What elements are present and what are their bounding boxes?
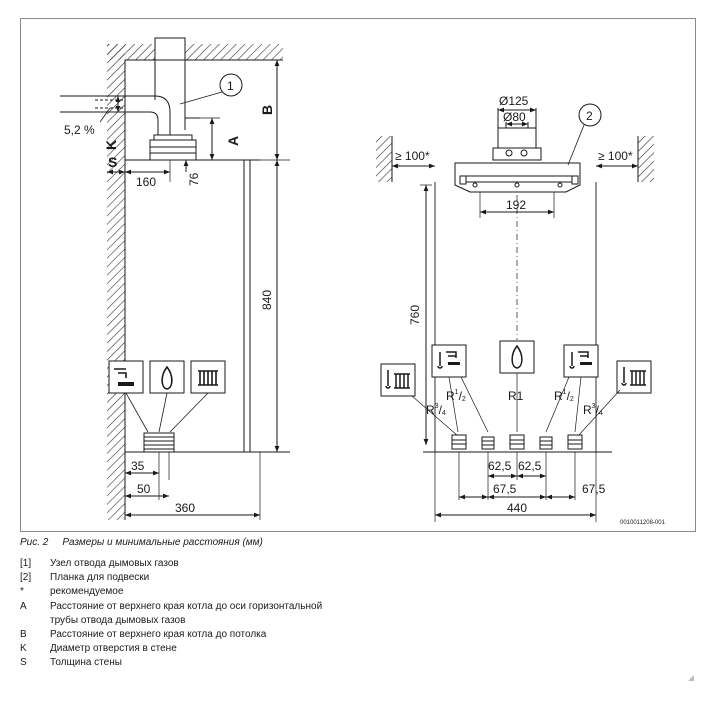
resize-corner-mark xyxy=(688,675,694,681)
slope-label: 5,2 % xyxy=(64,123,95,137)
hanging-bracket xyxy=(454,162,581,193)
boiler-body-side xyxy=(124,159,251,453)
legend-text: Узел отвода дымовых газов xyxy=(50,558,179,569)
callout-2-label: 2 xyxy=(586,109,593,123)
legend-row: B Расстояние от верхнего края котла до по… xyxy=(20,628,322,642)
label-A: A xyxy=(225,136,241,146)
pipe-stubs-side xyxy=(143,432,175,453)
legend-row: [2] Планка для подвески xyxy=(20,571,322,585)
dim-192: 192 xyxy=(506,198,526,212)
dim-760: 760 xyxy=(408,305,422,325)
ceiling-hatch xyxy=(107,44,283,60)
figure-caption: Рис. 2 Размеры и минимальные расстояния (… xyxy=(20,537,277,548)
radiator-icon xyxy=(198,370,218,386)
dim-dia-125: Ø125 xyxy=(499,94,529,108)
flue-collar xyxy=(497,127,537,149)
legend-key: [1] xyxy=(20,558,32,569)
diagram: 1 5,2 % A B K S 160 76 840 35 50 360 Ø12… xyxy=(60,37,666,526)
dim-67-5-left: 67,5 xyxy=(493,482,517,496)
label-K: K xyxy=(103,140,119,150)
hot-water-tap-icon xyxy=(114,368,134,386)
pipe-stubs-front xyxy=(451,434,583,450)
legend-key xyxy=(20,614,50,628)
legend-row: A Расстояние от верхнего края котла до ос… xyxy=(20,600,322,614)
legend-key: [2] xyxy=(20,572,32,584)
caption-text: Размеры и минимальные расстояния (мм) xyxy=(62,537,263,548)
legend-row: * рекомендуемое xyxy=(20,585,322,599)
conn-r12-left: R1/2 xyxy=(446,389,466,403)
flame-icon xyxy=(511,344,523,369)
legend: [1] Узел отвода дымовых газов [2] Планка дл… xyxy=(20,557,322,671)
legend-key: * xyxy=(20,586,24,598)
boiler-outline-front xyxy=(434,182,597,453)
dim-360: 360 xyxy=(175,501,195,515)
front-view xyxy=(376,103,654,522)
wall-hatch xyxy=(107,44,125,520)
legend-key: K xyxy=(20,643,27,655)
flue-vertical xyxy=(154,37,186,61)
hot-water-tap-icon xyxy=(437,351,460,369)
dim-dia-80: Ø80 xyxy=(503,110,526,124)
dim-62-5-right: 62,5 xyxy=(518,459,542,473)
left-wall-hatch xyxy=(376,136,392,182)
legend-row: K Диаметр отверстия в стене xyxy=(20,642,322,656)
conn-r1: R1 xyxy=(508,389,524,403)
conn-r12-right: R1/2 xyxy=(554,389,574,403)
conn-r34-left: R3/4 xyxy=(426,403,446,417)
legend-text: Расстояние от верхнего края котла до оси… xyxy=(50,600,323,612)
doc-code: 0010011208-001 xyxy=(620,520,666,526)
legend-key: S xyxy=(20,657,27,669)
thermometer-radiator-icon xyxy=(385,370,410,389)
flue-adapter xyxy=(149,139,197,161)
callout-1-label: 1 xyxy=(227,79,234,93)
dim-440: 440 xyxy=(507,501,527,515)
legend-text: трубы отвода дымовых газов xyxy=(50,614,186,626)
drawing-frame xyxy=(20,18,696,532)
label-S: S xyxy=(108,154,117,170)
callout-1-circle xyxy=(219,73,243,97)
dim-67-5-right: 67,5 xyxy=(582,482,606,496)
right-wall-hatch xyxy=(638,136,654,182)
dim-50: 50 xyxy=(137,482,151,496)
caption-number: Рис. 2 xyxy=(20,537,49,548)
legend-text: рекомендуемое xyxy=(50,586,124,598)
legend-text: Диаметр отверстия в стене xyxy=(50,643,177,655)
legend-text: Расстояние от верхнего края котла до пот… xyxy=(50,629,267,641)
hot-water-tap-icon xyxy=(569,351,592,369)
flame-icon xyxy=(161,365,173,390)
legend-key: A xyxy=(20,600,27,612)
dim-35: 35 xyxy=(131,459,145,473)
dim-160: 160 xyxy=(136,175,156,189)
legend-row: [1] Узел отвода дымовых газов xyxy=(20,557,322,571)
legend-row: S Толщина стены xyxy=(20,656,322,670)
dim-840: 840 xyxy=(260,290,274,310)
side-view xyxy=(60,37,290,520)
callout-2-circle xyxy=(578,103,602,127)
thermometer-radiator-icon xyxy=(621,367,646,386)
dim-76: 76 xyxy=(187,172,201,186)
legend-text: Планка для подвески xyxy=(50,572,150,584)
label-B: B xyxy=(259,105,275,115)
dim-62-5-left: 62,5 xyxy=(488,459,512,473)
legend-key: B xyxy=(20,629,27,641)
clearance-left: ≥ 100* xyxy=(395,149,430,163)
clearance-right: ≥ 100* xyxy=(598,149,633,163)
conn-r34-right: R3/4 xyxy=(583,403,603,417)
legend-text: Толщина стены xyxy=(50,657,122,669)
legend-row: трубы отвода дымовых газов xyxy=(20,614,322,628)
